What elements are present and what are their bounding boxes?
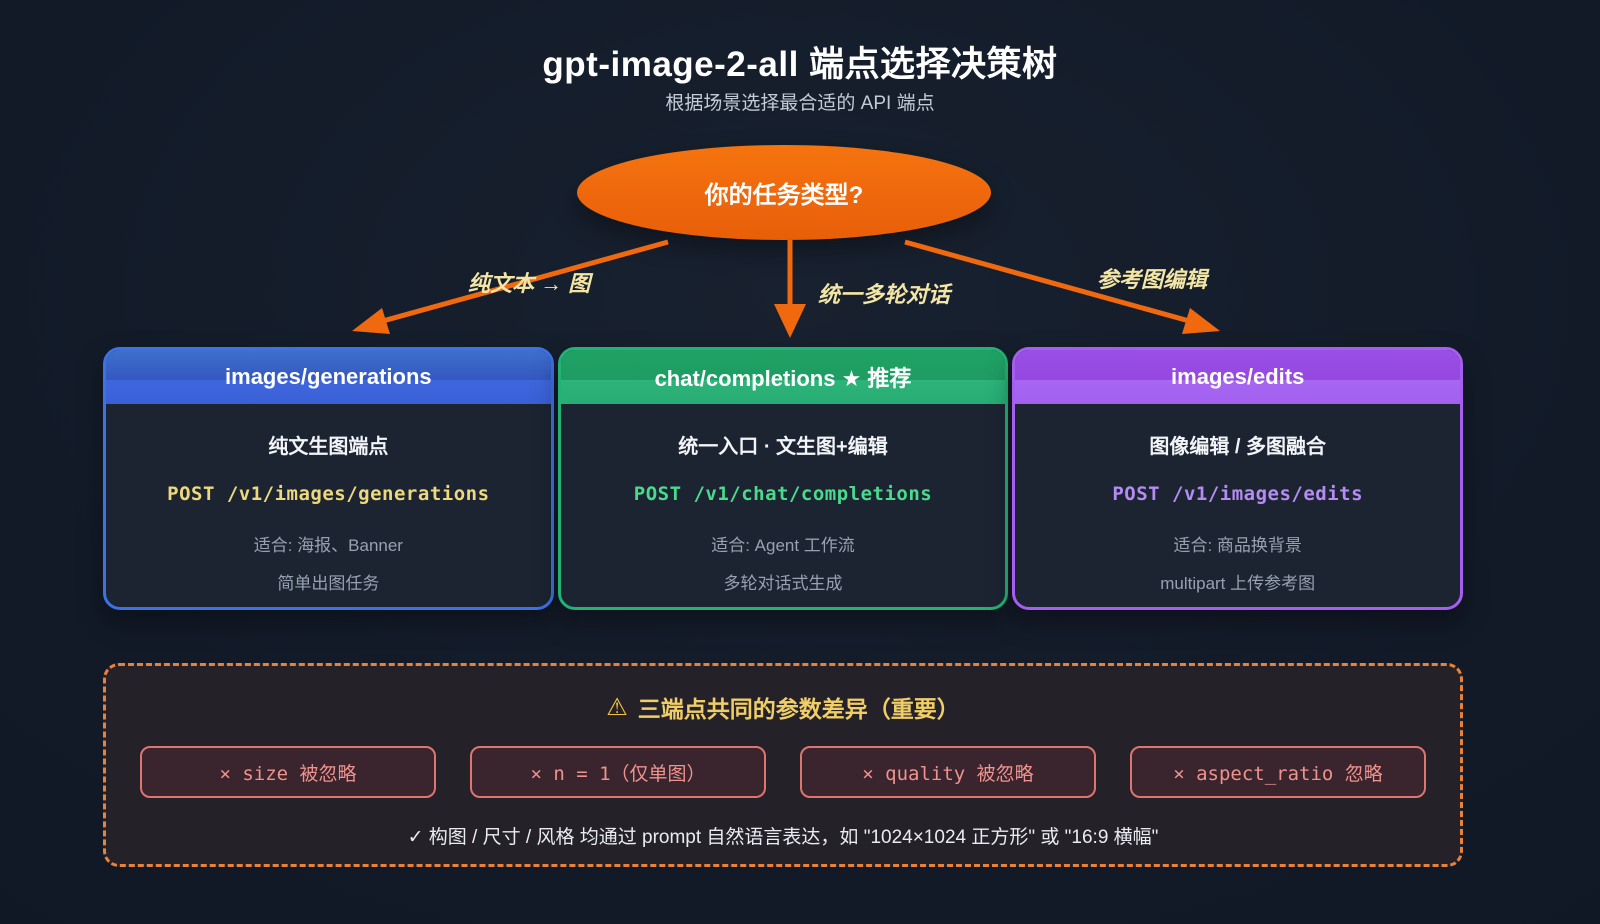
card-use-case: 适合: Agent 工作流 [711, 536, 855, 555]
branch-label-reference-edit: 参考图编辑 [1097, 267, 1208, 292]
card-images-generations-header: images/generations [106, 350, 551, 404]
card-chat-completions-header: chat/completions ★ 推荐 [560, 350, 1006, 404]
card-images-edits: images/edits 图像编辑 / 多图融合 POST /v1/images… [1012, 347, 1464, 610]
card-use-case: 适合: 商品换背景 [1173, 536, 1302, 555]
warning-pill-row: × size 被忽略 × n = 1（仅单图） × quality 被忽略 × … [140, 746, 1426, 798]
warning-note: ✓ 构图 / 尺寸 / 风格 均通过 prompt 自然语言表达，如 "1024… [407, 827, 1159, 848]
warning-triangle-icon: ⚠ [606, 693, 628, 721]
card-images-edits-header: images/edits [1015, 350, 1461, 404]
branch-label-multi-turn: 统一多轮对话 [818, 282, 951, 307]
card-use-case: 简单出图任务 [277, 574, 380, 593]
branch-arrowhead-middle [774, 304, 806, 338]
card-use-case: 适合: 海报、Banner [253, 536, 403, 555]
pill-size-ignored: × size 被忽略 [140, 746, 436, 798]
card-use-case: multipart 上传参考图 [1160, 574, 1316, 593]
branch-arrowhead-right [1182, 308, 1220, 334]
card-images-generations: images/generations 纯文生图端点 POST /v1/image… [103, 347, 554, 610]
card-use-case: 多轮对话式生成 [723, 574, 843, 593]
pill-n-single-image: × n = 1（仅单图） [470, 746, 766, 798]
card-endpoint-code: POST /v1/images/generations [167, 483, 490, 505]
decision-root-label: 你的任务类型? [704, 182, 864, 209]
card-chat-completions: chat/completions ★ 推荐 统一入口 · 文生图+编辑 POST… [557, 347, 1009, 610]
branch-arrow-right [904, 239, 1201, 327]
warning-title: ⚠ 三端点共同的参数差异（重要） [606, 690, 960, 724]
decision-root-node: 你的任务类型? [577, 145, 991, 240]
branch-label-text-to-image: 纯文本 → 图 [468, 271, 591, 296]
page-subtitle: 根据场景选择最合适的 API 端点 [665, 93, 935, 114]
card-summary: 图像编辑 / 多图融合 [1149, 436, 1327, 458]
card-endpoint-code: POST /v1/chat/completions [633, 483, 933, 505]
card-summary: 统一入口 · 文生图+编辑 [678, 436, 888, 458]
pill-aspect-ratio-ignored: × aspect_ratio 忽略 [1130, 746, 1426, 798]
card-endpoint-code: POST /v1/images/edits [1112, 483, 1364, 505]
branch-arrowhead-left [352, 308, 390, 334]
card-summary: 纯文生图端点 [268, 436, 389, 458]
card-images-generations-body: 纯文生图端点 POST /v1/images/generations 适合: 海… [106, 404, 551, 607]
branch-arrow-left [371, 239, 669, 327]
endpoint-cards-row: images/generations 纯文生图端点 POST /v1/image… [103, 347, 1464, 610]
card-chat-completions-body: 统一入口 · 文生图+编辑 POST /v1/chat/completions … [561, 404, 1006, 607]
card-images-edits-body: 图像编辑 / 多图融合 POST /v1/images/edits 适合: 商品… [1015, 404, 1460, 607]
parameter-warning-panel: ⚠ 三端点共同的参数差异（重要） × size 被忽略 × n = 1（仅单图）… [103, 663, 1463, 867]
page-title: gpt-image-2-all 端点选择决策树 [542, 45, 1058, 84]
pill-quality-ignored: × quality 被忽略 [800, 746, 1096, 798]
branch-arrows [352, 239, 1220, 338]
warning-title-text: 三端点共同的参数差异（重要） [637, 696, 960, 722]
